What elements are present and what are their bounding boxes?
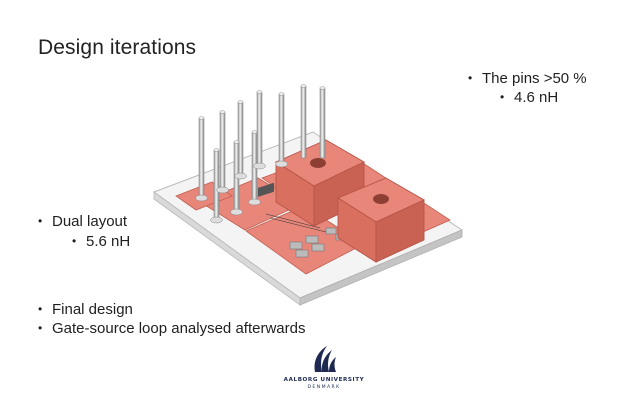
sub-bullet-dual-value-text: 5.6 nH [86, 233, 131, 250]
terminal-pins [195, 84, 326, 224]
sub-bullet-pins-value: • 4.6 nH [500, 89, 558, 106]
sub-bullet-dual-value: • 5.6 nH [72, 233, 130, 250]
bullet-pins: • The pins >50 % [468, 70, 587, 87]
aalborg-university-logo: AALBORG UNIVERSITY DENMARK [282, 344, 366, 396]
bullet-final-design-text: Final design [52, 301, 133, 318]
sub-bullet-pins-value-text: 4.6 nH [514, 89, 559, 106]
power-module-3d-render [152, 84, 464, 306]
bullet-dual-layout: • Dual layout [38, 213, 127, 230]
bullet-dot: • [38, 214, 43, 228]
bullet-gate-source: • Gate-source loop analysed afterwards [38, 320, 305, 337]
bullet-dot: • [38, 302, 43, 316]
bullet-final-design: • Final design [38, 301, 133, 318]
bullet-dual-layout-text: Dual layout [52, 213, 128, 230]
university-wave-logo-icon [314, 346, 336, 372]
logo-country: DENMARK [307, 385, 341, 390]
bullet-pins-text: The pins >50 % [482, 70, 587, 87]
bullet-dot: • [38, 321, 43, 335]
bullet-dot: • [72, 234, 77, 248]
slide-title: Design iterations [38, 36, 197, 59]
bullet-gate-source-text: Gate-source loop analysed afterwards [52, 320, 306, 337]
logo-university-name: AALBORG UNIVERSITY [283, 377, 365, 383]
bullet-dot: • [468, 71, 473, 85]
bullet-dot: • [500, 90, 505, 104]
